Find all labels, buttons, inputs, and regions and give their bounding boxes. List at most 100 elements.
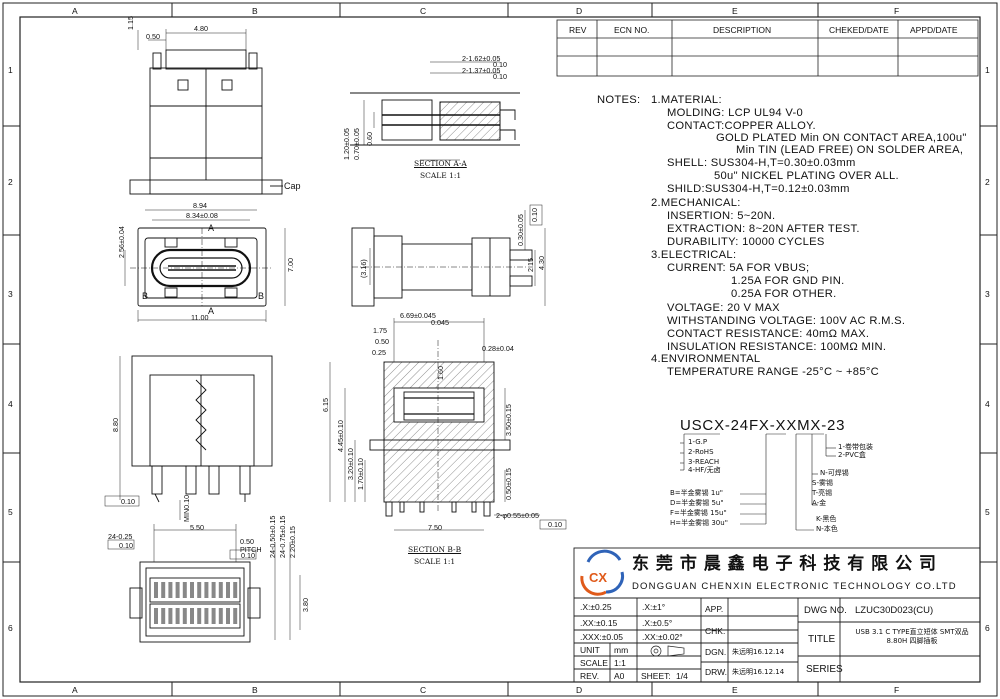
option-line: S-雾锡 [812,479,833,487]
section-marker: B [258,291,265,301]
dim-label: 0.60 [365,132,374,146]
solder-pad [204,608,209,624]
note-line: SHILD:SUS304-H,T=0.12±0.03mm [667,183,850,195]
dim-label: 0.10 [119,541,133,550]
revision-table [556,19,979,77]
col-label-a-bottom: A [72,685,78,695]
solder-pad [218,582,223,598]
dim-label: 2.56±0.04 [117,226,126,258]
section-b-b [369,340,511,517]
dwg-value: LZUC30D023(CU) [855,605,934,616]
dgn-value: 朱远明16.12.14 [732,648,785,656]
row-label-2-right: 2 [985,177,990,187]
row-label-4-right: 4 [985,399,990,409]
note-line: WITHSTANDING VOLTAGE: 100V AC R.M.S. [667,315,906,327]
row-label-2: 2 [8,177,13,187]
dim-label: 1.60 [436,366,445,380]
dim-label: 8.80 [111,418,120,432]
dim-label: 6.69±0.045 [400,311,436,320]
dim-label: 4.30 [537,256,546,270]
bottom-view-pads [154,582,238,624]
bottom-view-dims [107,524,301,640]
solder-pad [154,582,158,598]
solder-pad [226,582,230,598]
company-name-cn: 东 莞 市 晨 鑫 电 子 科 技 有 限 公 司 [632,554,937,574]
dim-label: 0.10 [548,520,562,529]
approved-date-header: APPD/DATE [910,25,958,35]
note-line: CURRENT: 5A FOR VBUS; [667,262,810,274]
option-line: B=半金雾锡 1u" [670,489,724,497]
rev-header: REV [569,25,587,35]
dim-label: 1.20±0.05 [342,128,351,160]
note-line: 1.MATERIAL: [651,94,722,106]
dim-label: 0.50 [146,32,160,41]
section-marker: A [208,223,215,233]
col-label-e-bottom: E [732,685,738,695]
dim-label: 1.15 [126,16,135,30]
solder-pad [190,582,194,598]
option-line: H=半金雾锡 30u" [670,519,728,527]
dim-label: 4.80 [194,24,208,33]
scale-label: SCALE [580,658,608,668]
note-line: 4.ENVIRONMENTAL [651,353,761,365]
col-label-f: F [894,6,900,16]
dim-label: 1.70±0.10 [356,458,365,490]
solder-pad [161,582,166,598]
section-a-label: SECTION A-A [414,159,467,168]
sheet-label: SHEET: [641,671,671,681]
option-line: A-金 [812,499,827,507]
note-line: SHELL: SUS304-H,T=0.30±0.03mm [667,157,856,169]
row-label-5-right: 5 [985,507,990,517]
drw-value: 朱远明16.12.14 [732,668,785,676]
top-view-dims [137,29,247,50]
row-label-3-right: 3 [985,289,990,299]
solder-pad [168,582,173,598]
dim-label: 5.50 [190,523,204,532]
dim-label: 8.34±0.08 [186,211,218,220]
note-line: CONTACT:COPPER ALLOY. [667,120,816,132]
unit-value: mm [614,645,629,655]
note-line: 0.25A FOR OTHER. [731,288,837,300]
solder-pad [233,608,238,624]
company-name-en: DONGGUAN CHENXIN ELECTRONIC TECHNOLOGY C… [632,581,957,592]
dim-label: 0.50 PITCH [240,537,262,554]
dim-label: 4.45±0.10 [336,420,345,452]
option-line: N-可焊锡 [820,469,849,477]
col-label-a: A [72,6,78,16]
dim-label: 2-1.37±0.05 [462,66,501,75]
solder-pad [190,608,194,624]
section-a-a [350,92,520,146]
tolerance: .XX:±0.02° [642,632,683,642]
solder-pad [161,608,166,624]
series-label: SERIES [806,664,843,675]
company-logo: CX [580,549,624,596]
side-view [131,355,273,503]
title-block-grid [573,547,981,683]
solder-pad [211,608,216,624]
option-line: K-黑色 [816,515,837,523]
dim-label: 0.10 [241,551,255,560]
scale-value: 1:1 [614,658,626,668]
dim-label: 24-0.25 [108,532,133,541]
title-value: USB 3.1 C TYPE直立短体 SMT双品 8.80H 四脚插板 [855,628,969,646]
dim-label: 6.15 [321,398,330,412]
col-label-c-bottom: C [420,685,427,695]
note-line: EXTRACTION: 8~20N AFTER TEST. [667,223,860,235]
rev-label: REV. [580,671,600,681]
dim-label: 24-0.50±0.15 [268,515,277,558]
col-label-b-bottom: B [252,685,258,695]
dim-label: 1.75 [373,326,387,335]
note-line: GOLD PLATED Min ON CONTACT AREA,100u" [716,132,967,144]
row-label-5: 5 [8,507,13,517]
row-label-1: 1 [8,65,13,75]
note-line: CONTACT RESISTANCE: 40mΩ MAX. [667,328,870,340]
svg-text:CX: CX [589,570,607,585]
bottom-view [129,561,261,643]
dim-label: 0.045 [431,318,449,327]
dim-label: 24-0.75±0.15 [278,515,287,558]
solder-pad [182,608,187,624]
section-marker: A [208,306,215,316]
col-label-f-bottom: F [894,685,900,695]
ecn-header: ECN NO. [614,25,650,35]
